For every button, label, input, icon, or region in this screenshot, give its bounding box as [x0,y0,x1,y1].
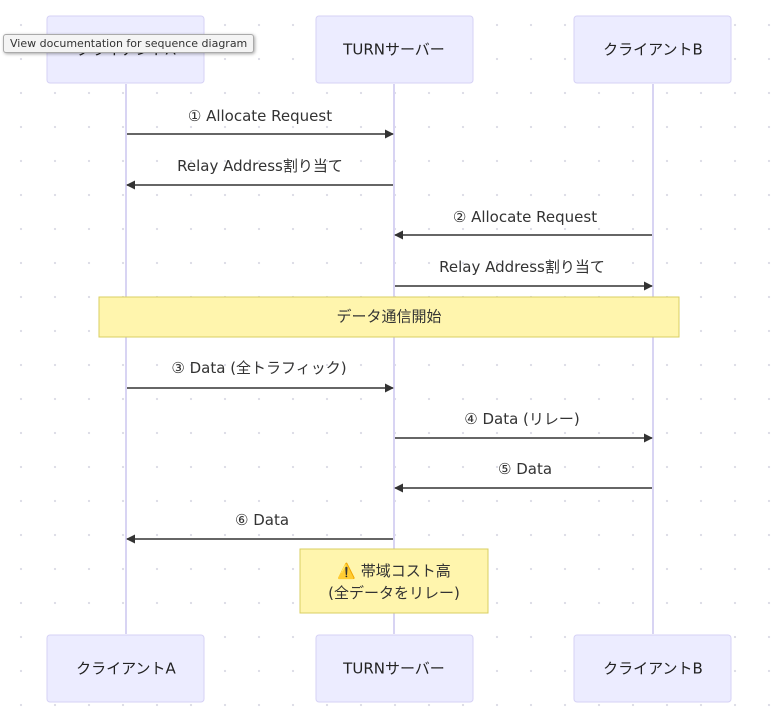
message-label: ⑥ Data [235,511,289,529]
message-6: ④ Data (リレー) [395,410,653,443]
note-bandwidth-cost: ⚠️ 帯域コスト高 (全データをリレー) [299,548,489,614]
actor-label: TURNサーバー [342,41,445,59]
message-3: ② Allocate Request [394,208,652,240]
note-label: データ通信開始 [336,308,441,326]
note-label-line-2: (全データをリレー) [328,584,460,602]
message-8: ⑥ Data [126,511,393,544]
actor-bottom-client-a[interactable]: クライアントA [46,634,205,703]
message-1: ① Allocate Request [127,107,394,139]
documentation-tooltip[interactable]: View documentation for sequence diagram [3,34,255,53]
note-data-start: データ通信開始 [98,296,680,338]
message-7: ⑤ Data [394,460,652,493]
actor-bottom-client-b[interactable]: クライアントB [573,634,732,703]
message-4: Relay Address割り当て [395,258,653,291]
message-label: Relay Address割り当て [177,157,343,175]
actor-label: クライアントB [603,41,703,59]
actor-top-turn-server[interactable]: TURNサーバー [315,15,474,84]
message-label: ① Allocate Request [188,107,332,125]
message-5: ③ Data (全トラフィック) [127,359,394,393]
message-label: ④ Data (リレー) [464,410,580,428]
actor-label: クライアントB [603,660,703,678]
actor-top-client-b[interactable]: クライアントB [573,15,732,84]
message-label: ⑤ Data [498,460,552,478]
message-label: ③ Data (全トラフィック) [171,359,346,377]
actor-bottom-turn-server[interactable]: TURNサーバー [315,634,474,703]
note-label-line-1: ⚠️ 帯域コスト高 [337,562,450,580]
actor-label: クライアントA [76,660,176,678]
message-label: Relay Address割り当て [439,258,605,276]
actor-label: TURNサーバー [342,660,445,678]
message-2: Relay Address割り当て [126,157,393,190]
message-label: ② Allocate Request [453,208,597,226]
